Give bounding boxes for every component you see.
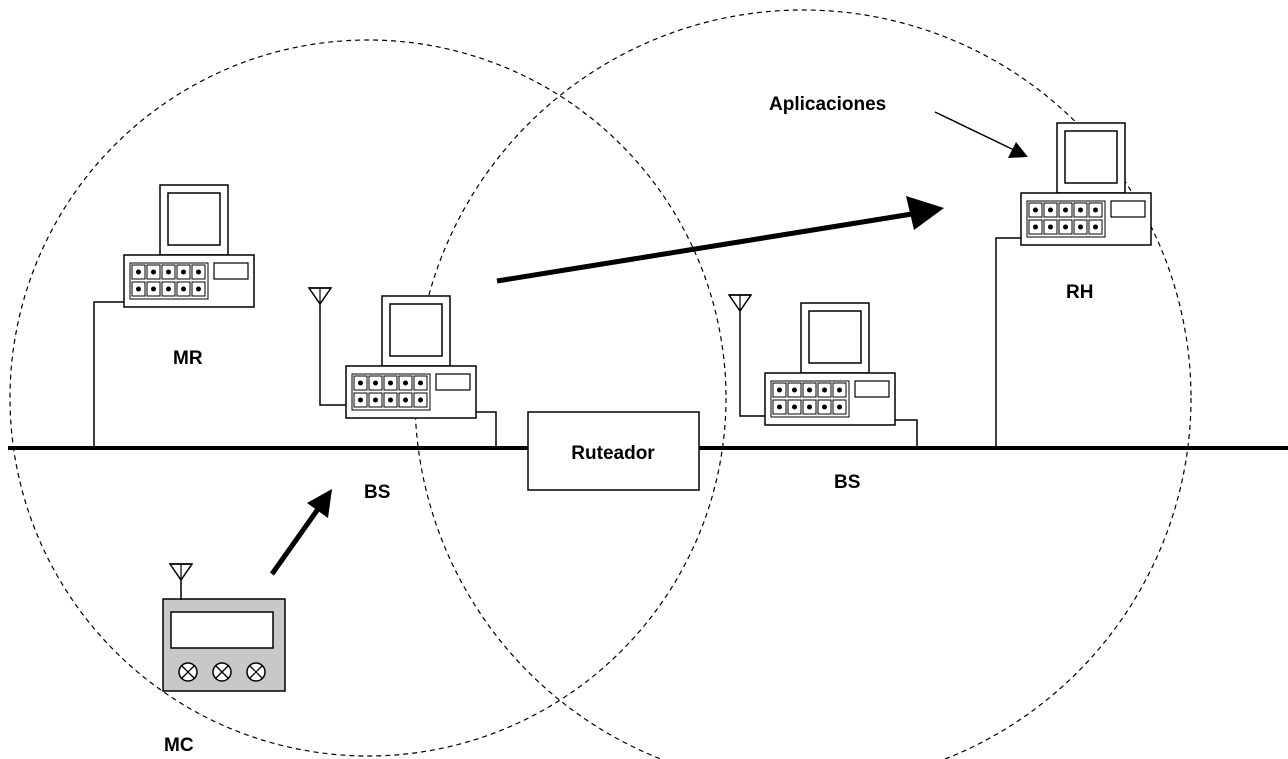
- bs-right-link: [895, 419, 918, 448]
- rh-computer-icon: [1020, 122, 1152, 246]
- router-label: Ruteador: [571, 443, 655, 464]
- coverage-cell-left: [9, 39, 727, 757]
- bs-right-computer-icon: [764, 302, 896, 426]
- mc-label: MC: [164, 735, 194, 756]
- mr-label: MR: [173, 348, 203, 369]
- bs-left-antenna-link: [319, 324, 346, 406]
- mc-device-icon: [162, 598, 286, 692]
- bs-left-label: BS: [364, 482, 390, 503]
- rh-label: RH: [1066, 282, 1093, 303]
- mc-antenna-icon: [169, 563, 193, 601]
- mc-to-bs-arrow-head: [307, 489, 332, 518]
- rh-link: [995, 237, 1021, 448]
- data-flow-arrow-head: [906, 196, 944, 230]
- mr-computer-icon: [123, 184, 255, 308]
- router-box: [527, 411, 700, 491]
- bs-right-antenna-icon: [728, 294, 752, 332]
- bs-left-antenna-icon: [308, 287, 332, 325]
- bs-left-link: [476, 411, 497, 448]
- bs-right-label: BS: [834, 472, 860, 493]
- mc-to-bs-arrow: [269, 507, 321, 576]
- mr-link: [93, 301, 124, 448]
- data-flow-arrow: [496, 211, 913, 284]
- applications-pointer: [934, 111, 1015, 151]
- applications-pointer-head: [1008, 142, 1028, 158]
- bs-left-computer-icon: [345, 295, 477, 419]
- bs-right-antenna-link: [739, 331, 765, 417]
- applications-label: Aplicaciones: [769, 94, 886, 115]
